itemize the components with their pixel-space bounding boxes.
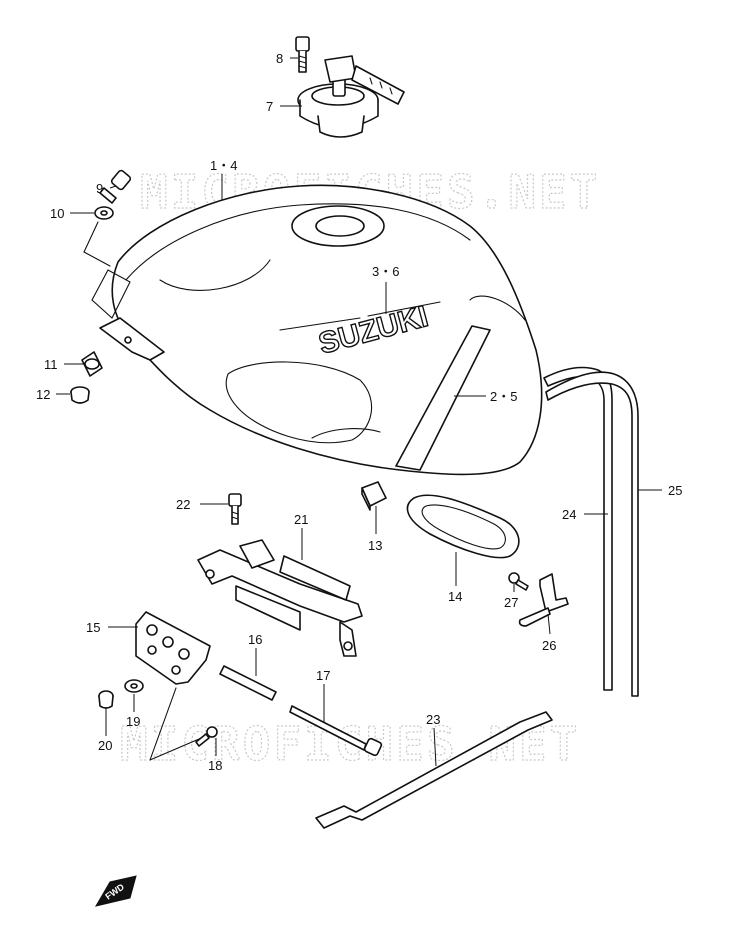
forward-direction-badge: FWD bbox=[94, 875, 137, 907]
bracket-screw-small bbox=[195, 726, 218, 747]
callout-3-6: 3・6 bbox=[372, 264, 399, 279]
callout-27: 27 bbox=[504, 595, 518, 610]
callout-19: 19 bbox=[126, 714, 140, 729]
tank-grommet bbox=[81, 351, 103, 377]
rear-bracket-plate bbox=[135, 611, 211, 685]
callout-10: 10 bbox=[50, 206, 64, 221]
callout-16: 16 bbox=[248, 632, 262, 647]
long-bolt bbox=[289, 705, 383, 757]
watermark-bottom: MICROFICHES.NET bbox=[120, 717, 580, 771]
callout-17: 17 bbox=[316, 668, 330, 683]
tank-bracket bbox=[197, 539, 363, 657]
callout-21: 21 bbox=[294, 512, 308, 527]
leader-lines bbox=[56, 57, 662, 767]
callout-15: 15 bbox=[86, 620, 100, 635]
callout-22: 22 bbox=[176, 497, 190, 512]
tank-prop-rod bbox=[315, 711, 553, 829]
bracket-bolt bbox=[228, 493, 242, 525]
callout-11: 11 bbox=[44, 357, 58, 372]
bracket-nut bbox=[124, 679, 144, 693]
callout-23: 23 bbox=[426, 712, 440, 727]
bracket-screw bbox=[508, 572, 529, 591]
tank-seal-plate bbox=[406, 494, 520, 559]
callout-2-5: 2・5 bbox=[490, 389, 517, 404]
callout-13: 13 bbox=[368, 538, 382, 553]
callout-18: 18 bbox=[208, 758, 222, 773]
hose-bracket bbox=[518, 573, 569, 627]
callout-25: 25 bbox=[668, 483, 682, 498]
fuel-tank bbox=[91, 184, 543, 476]
callout-24: 24 bbox=[562, 507, 576, 522]
callout-12: 12 bbox=[36, 387, 50, 402]
callout-14: 14 bbox=[448, 589, 462, 604]
callout-labels: 8 7 1・4 9 10 3・6 11 12 2・5 22 21 13 25 2… bbox=[36, 51, 682, 773]
fuel-cap-bolt bbox=[295, 36, 310, 73]
bracket-collar bbox=[98, 690, 114, 709]
callout-1-4: 1・4 bbox=[210, 158, 237, 173]
tank-cushion bbox=[70, 386, 90, 404]
callout-20: 20 bbox=[98, 738, 112, 753]
drain-hose-right bbox=[545, 371, 639, 697]
rubber-cushion bbox=[361, 481, 387, 511]
fuel-cap-assembly bbox=[297, 55, 405, 138]
callout-8: 8 bbox=[276, 51, 283, 66]
pivot-rod bbox=[219, 665, 277, 701]
tank-washer bbox=[94, 206, 114, 220]
callout-9: 9 bbox=[96, 181, 103, 196]
callout-7: 7 bbox=[266, 99, 273, 114]
callout-26: 26 bbox=[542, 638, 556, 653]
